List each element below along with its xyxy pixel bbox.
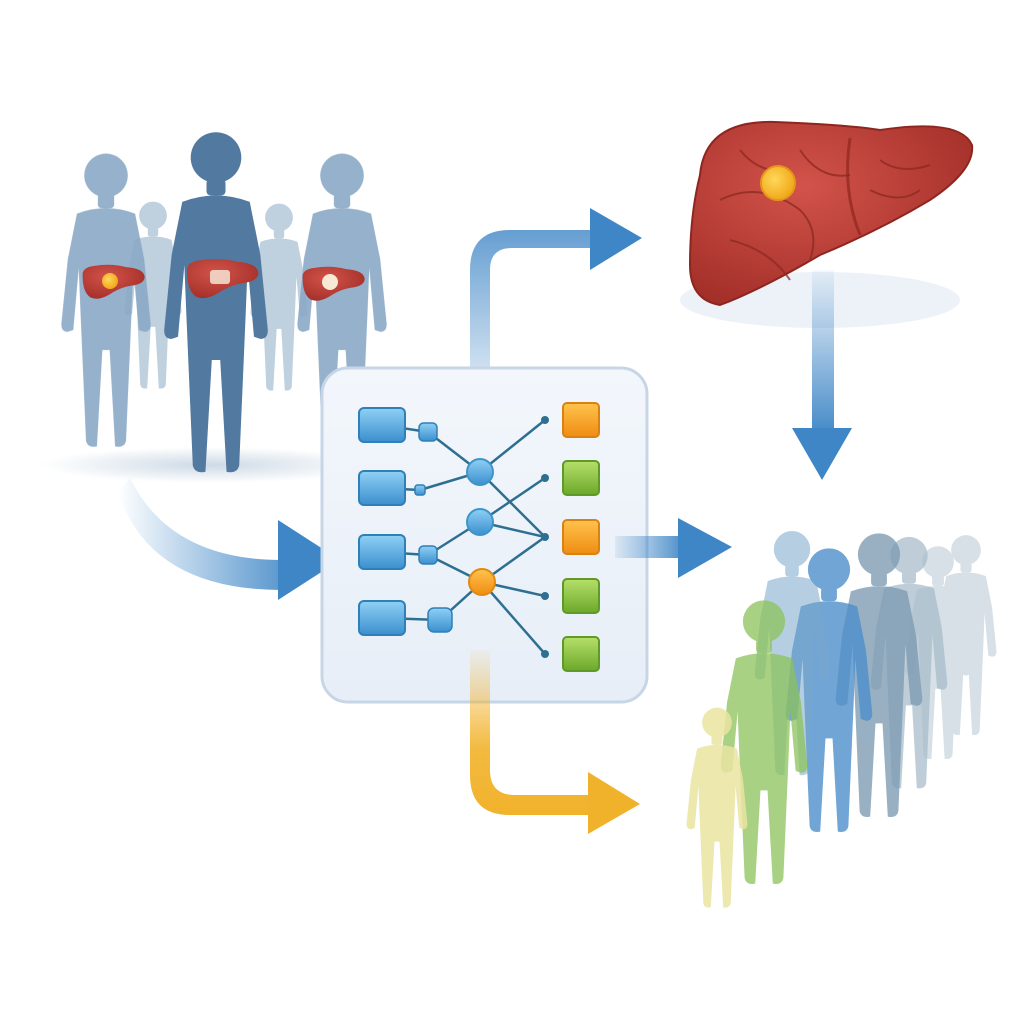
yellow-output-arrow <box>470 650 640 834</box>
network-edge-joint <box>541 533 549 541</box>
tumor-icon <box>322 274 338 290</box>
connector-node <box>418 422 438 442</box>
network-edge-joint <box>541 474 549 482</box>
output-node-orange <box>562 402 600 438</box>
network-edge-joint <box>541 592 549 600</box>
input-node <box>358 534 406 570</box>
connector-node <box>414 484 426 496</box>
tumor-icon <box>760 165 796 201</box>
network-edge <box>479 471 546 538</box>
hidden-node <box>468 568 496 596</box>
input-node <box>358 600 406 636</box>
hidden-node <box>466 458 494 486</box>
liver-vessels <box>719 149 931 281</box>
output-node-green <box>562 636 600 672</box>
population-output-arrow <box>615 518 732 578</box>
output-node-orange <box>562 519 600 555</box>
hidden-node <box>466 508 494 536</box>
network-edge-joint <box>541 416 549 424</box>
output-node-green <box>562 578 600 614</box>
liver-icon <box>186 259 259 299</box>
neural-network <box>358 402 600 672</box>
patient-cohort-icon <box>40 132 387 483</box>
network-edge-joint <box>541 650 549 658</box>
liver-down-arrow <box>792 270 852 480</box>
person-silhouette <box>164 132 268 473</box>
tumor-icon <box>102 273 118 289</box>
input-arrow <box>118 478 340 600</box>
connector-node <box>427 607 453 633</box>
tumor-icon <box>210 270 230 284</box>
liver-tumor-icon <box>680 120 974 328</box>
input-node <box>358 407 406 443</box>
connector-node <box>418 545 438 565</box>
input-node <box>358 470 406 506</box>
liver-icon <box>302 266 365 301</box>
person-silhouette <box>686 707 748 908</box>
output-node-green <box>562 460 600 496</box>
network-edge <box>481 581 546 655</box>
liver-icon <box>82 264 145 299</box>
stratified-population-icon <box>686 531 997 908</box>
